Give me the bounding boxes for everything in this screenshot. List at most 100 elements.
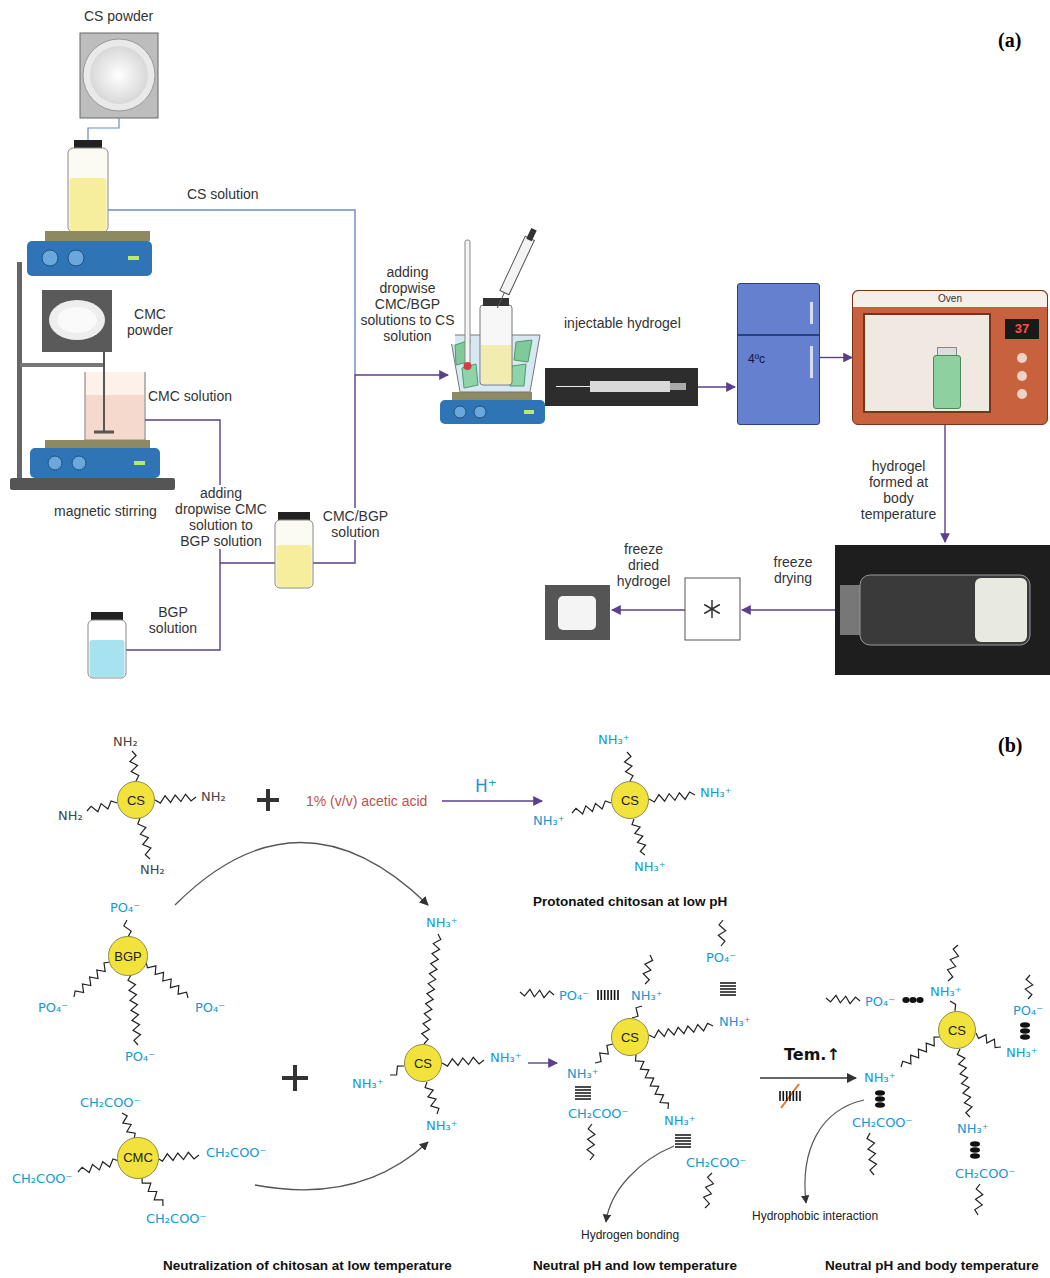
flow-arrow — [612, 609, 685, 610]
bgp-solution-line — [126, 563, 220, 650]
hydrophobic-bond-symbol — [970, 1141, 980, 1147]
polymer-chain — [422, 934, 441, 1044]
polymer-chain — [826, 995, 860, 1003]
molecule-circle: BGP — [108, 936, 147, 975]
beaker — [85, 372, 145, 440]
hydrogel-vial-photo — [975, 578, 1027, 642]
polymer-chain — [632, 819, 646, 855]
chemical-group: PO₄⁻ — [194, 1000, 226, 1015]
hydrophobic-bond-symbol — [970, 1147, 980, 1153]
process-label: CS solution — [186, 186, 260, 202]
chemical-group: PO₄⁻ — [558, 988, 590, 1003]
ice-bath-setup — [452, 392, 532, 400]
process-label: CMC powder — [120, 306, 180, 338]
ice-bath-setup — [464, 362, 472, 370]
leader-arrow — [606, 1146, 674, 1222]
process-label: freeze drying — [763, 554, 823, 586]
hydrophobic-bond-symbol — [1020, 1028, 1030, 1034]
ice-bath-setup — [524, 410, 534, 414]
chemical-group: NH₃⁺ — [597, 732, 631, 747]
hydrophobic-bond-symbol — [970, 1153, 980, 1159]
process-label: freeze dried hydrogel — [611, 541, 676, 589]
polymer-chain — [643, 955, 652, 984]
magnetic-stirrer — [72, 456, 86, 470]
chemical-group: CH₂COO⁻ — [11, 1171, 73, 1186]
ice-bath-setup — [474, 406, 486, 418]
polymer-chain — [867, 1133, 877, 1175]
injectable-hydrogel-photo — [545, 368, 698, 406]
polymer-chain — [950, 1001, 956, 1011]
process-label: CS powder — [83, 8, 154, 24]
hydrophobic-bond-symbol — [916, 997, 923, 1003]
magnetic-stirrer — [48, 456, 62, 470]
cs-powder-photo — [83, 39, 155, 111]
broken-bond-slash — [781, 1084, 799, 1108]
stirrer-rod — [103, 352, 105, 432]
bgp-bottle — [88, 620, 126, 678]
stirrer-rod — [94, 431, 114, 434]
polymer-chain — [130, 751, 139, 781]
retort-stand — [17, 262, 22, 480]
fridge-box: 4ºc — [737, 283, 820, 425]
chemical-group: NH₃⁺ — [489, 1050, 523, 1065]
temperature-label: Tem.↑ — [783, 1046, 841, 1064]
polymer-chain — [649, 1023, 713, 1038]
cmc-bgp-bottle — [277, 545, 312, 587]
hydrogel-vial-photo — [835, 545, 1050, 675]
process-label: CMC/BGP solution — [318, 508, 393, 540]
chemical-group: NH₃⁺ — [630, 988, 664, 1003]
cs-powder-photo — [90, 46, 148, 104]
polymer-chain — [595, 1044, 613, 1063]
polymer-chain — [74, 751, 1033, 1215]
chemical-group: NH₃⁺ — [718, 1014, 752, 1029]
plus-sign — [282, 1065, 308, 1091]
cs-bottle — [74, 140, 102, 148]
stage-caption: Protonated chitosan at low pH — [532, 894, 728, 910]
polymer-chain — [142, 1177, 163, 1206]
magnetic-stirrer — [45, 231, 150, 241]
process-label: magnetic stirring — [53, 503, 158, 519]
oven-window — [863, 313, 991, 413]
chemical-group: PO₄⁻ — [37, 1000, 69, 1015]
magnetic-stirrer — [27, 241, 152, 276]
injectable-hydrogel-photo — [556, 386, 590, 387]
chemical-group: CH₂COO⁻ — [851, 1115, 913, 1130]
flow-arrow — [698, 386, 735, 387]
chemical-group: NH₃⁺ — [956, 1121, 990, 1136]
interaction-label: Hydrogen bonding — [580, 1228, 680, 1242]
bgp-bottle — [90, 640, 125, 677]
chemical-group: PO₄⁻ — [864, 994, 896, 1009]
chemical-group: PO₄⁻ — [1012, 1003, 1044, 1018]
retort-stand — [10, 478, 175, 490]
hydrogen-bond-symbol — [598, 990, 618, 1000]
oven-button — [1017, 389, 1027, 399]
hydrogen-bond-symbol — [575, 1087, 591, 1099]
circle-label: CS — [621, 793, 639, 808]
chemical-group: NH₃⁺ — [929, 984, 963, 999]
panel-letter: (b) — [997, 734, 1023, 756]
polymer-chain — [649, 792, 695, 802]
chemical-group: CH₂COO⁻ — [79, 1095, 141, 1110]
injectable-hydrogel-photo — [670, 383, 686, 390]
process-label: BGP solution — [143, 604, 203, 636]
circle-label: CMC — [123, 1150, 153, 1165]
magnetic-stirrer — [27, 231, 152, 276]
polymer-chain — [520, 989, 554, 997]
panel-letter: (a) — [997, 29, 1022, 51]
bgp-bottle — [91, 612, 123, 620]
polymer-chain — [1025, 975, 1032, 999]
polymer-chain — [425, 1082, 439, 1114]
polymer-chain — [718, 920, 725, 946]
ice-bath-setup — [454, 406, 466, 418]
molecule-circle: CS — [404, 1044, 442, 1082]
freeze-dryer — [685, 578, 740, 640]
chemical-group: NH₃⁺ — [633, 859, 667, 874]
curved-arrow — [175, 843, 428, 906]
chemical-group: NH₃⁺ — [699, 785, 733, 800]
magnetic-stirrer — [128, 256, 139, 260]
hydrogel-vial-photo — [860, 575, 1030, 645]
oven-box: Oven37 — [852, 290, 1048, 425]
cmc-powder-photo — [57, 307, 97, 333]
chemical-group: CH₂COO⁻ — [954, 1166, 1016, 1181]
